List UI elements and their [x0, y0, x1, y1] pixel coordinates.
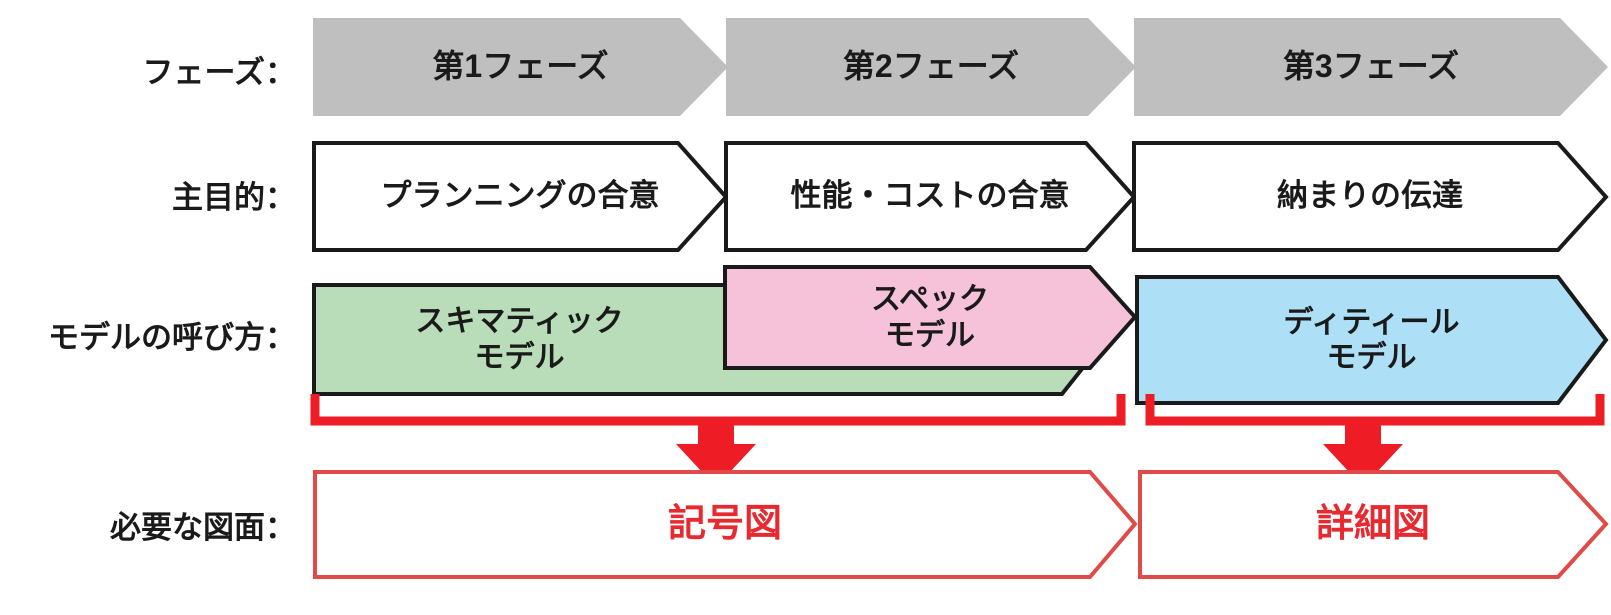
- purpose-chevron-2-shape: [724, 141, 1137, 252]
- purpose-chevron-2[interactable]: 性能・コストの合意: [726, 143, 1134, 250]
- phase-chevron-3-label: 第3フェーズ: [1282, 48, 1460, 85]
- row-label-model-naming: モデルの呼び方：: [48, 319, 296, 355]
- phase-chevron-2[interactable]: 第2フェーズ: [726, 18, 1136, 116]
- row-label-purpose: 主目的：: [172, 179, 296, 215]
- purpose-chevron-3[interactable]: 納まりの伝達: [1134, 143, 1606, 250]
- drawing-chevron-1-shape: [313, 470, 1138, 579]
- drawing-chevron-2-label: 詳細図: [1315, 503, 1430, 546]
- arrow-down-right-shape: [1323, 420, 1403, 487]
- drawing-chevron-1[interactable]: 記号図: [315, 472, 1135, 577]
- phase-chevron-1[interactable]: 第1フェーズ: [313, 18, 728, 116]
- drawing-chevron-2-shape: [1138, 470, 1609, 579]
- model-chevron-schematic[interactable]: スキマティック モデル: [314, 285, 725, 394]
- phase-chevron-2-shape: [726, 18, 1136, 116]
- bracket-left-shape: [310, 394, 1126, 426]
- arrow-down-left-shape: [676, 420, 756, 487]
- purpose-chevron-1[interactable]: プランニングの合意: [314, 143, 726, 250]
- drawing-chevron-1-label: 記号図: [667, 503, 782, 546]
- model-chevron-spec-label: スペック モデル: [871, 283, 989, 352]
- model-chevron-spec[interactable]: スペック モデル: [725, 267, 1135, 368]
- phase-chevron-2-label: 第2フェーズ: [842, 48, 1020, 85]
- row-label-required-drawings: 必要な図面：: [110, 509, 296, 545]
- model-chevron-spec-shape: [723, 265, 1138, 370]
- row-label-phase: フェーズ：: [142, 54, 296, 90]
- phase-chevron-1-shape: [313, 18, 728, 116]
- purpose-chevron-1-label: プランニングの合意: [380, 178, 660, 214]
- model-chevron-detail-shape: [1135, 275, 1609, 405]
- model-chevron-detail-label: ディティール モデル: [1283, 305, 1460, 374]
- purpose-chevron-3-shape: [1132, 141, 1609, 252]
- phase-chevron-1-label: 第1フェーズ: [432, 48, 609, 85]
- model-chevron-detail[interactable]: ディティール モデル: [1137, 277, 1606, 403]
- phase-chevron-3[interactable]: 第3フェーズ: [1134, 18, 1608, 116]
- phase-chevron-3-shape: [1134, 18, 1608, 116]
- drawing-chevron-2[interactable]: 詳細図: [1140, 472, 1606, 577]
- purpose-chevron-3-label: 納まりの伝達: [1277, 178, 1463, 214]
- purpose-chevron-2-label: 性能・コストの合意: [790, 178, 1070, 214]
- model-chevron-schematic-label: スキマティック モデル: [415, 305, 624, 374]
- purpose-chevron-1-shape: [312, 141, 729, 252]
